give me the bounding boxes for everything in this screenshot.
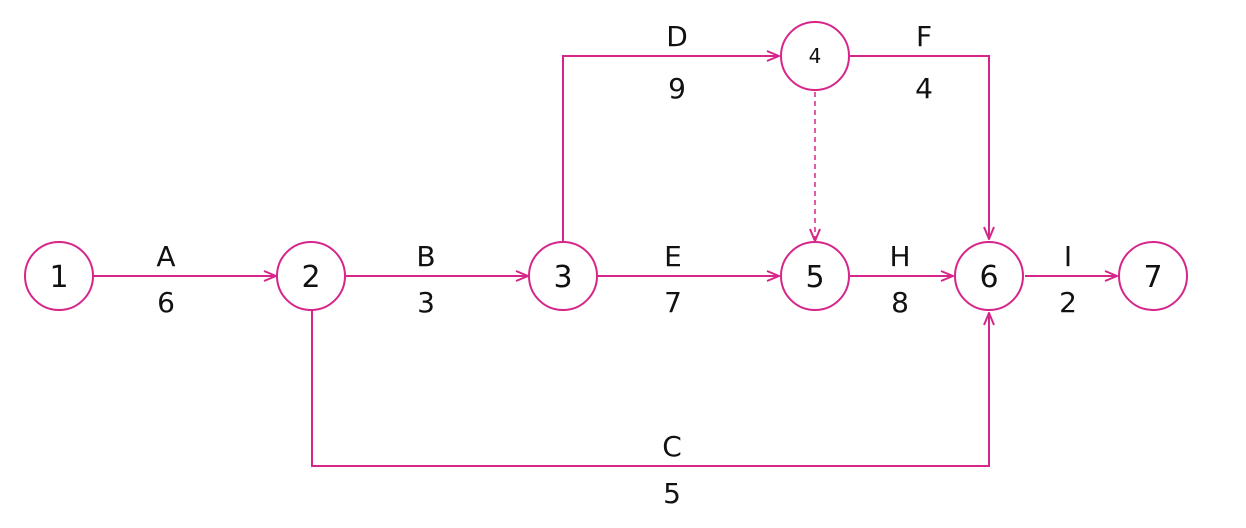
edge-label-h-duration: 8 bbox=[891, 286, 909, 319]
edge-label-e-duration: 7 bbox=[664, 286, 682, 319]
edge-label-b-name: B bbox=[416, 240, 435, 273]
node-2-circle bbox=[276, 241, 346, 311]
edge-f bbox=[849, 55, 989, 239]
edge-label-h-name: H bbox=[889, 240, 910, 273]
edge-label-i-duration: 2 bbox=[1059, 286, 1077, 319]
edge-label-c-name: C bbox=[662, 430, 682, 463]
edge-label-c-duration: 5 bbox=[663, 477, 681, 510]
edge-d bbox=[562, 56, 779, 242]
node-6-label: 6 bbox=[979, 260, 998, 295]
node-1-circle bbox=[24, 241, 94, 311]
node-7-label: 7 bbox=[1143, 260, 1162, 295]
node-4-label: 4 bbox=[809, 44, 822, 68]
edge-label-a-duration: 6 bbox=[157, 286, 175, 319]
node-5-circle bbox=[780, 241, 850, 311]
node-4-circle bbox=[780, 21, 850, 91]
node-5-label: 5 bbox=[805, 260, 824, 295]
edge-label-e-name: E bbox=[664, 240, 682, 273]
node-2-label: 2 bbox=[301, 260, 320, 295]
node-7-circle bbox=[1118, 241, 1188, 311]
edge-label-a-name: A bbox=[156, 240, 175, 273]
edge-label-f-duration: 4 bbox=[915, 72, 933, 105]
edge-label-b-duration: 3 bbox=[417, 286, 435, 319]
edge-label-f-name: F bbox=[916, 20, 932, 53]
node-6-circle bbox=[954, 241, 1024, 311]
edge-label-d-duration: 9 bbox=[668, 72, 686, 105]
edge-c bbox=[311, 310, 989, 467]
edge-label-d-name: D bbox=[666, 20, 688, 53]
node-1-label: 1 bbox=[49, 260, 68, 295]
edge-label-i-name: I bbox=[1064, 240, 1072, 273]
node-3-label: 3 bbox=[553, 260, 572, 295]
node-3-circle bbox=[528, 241, 598, 311]
